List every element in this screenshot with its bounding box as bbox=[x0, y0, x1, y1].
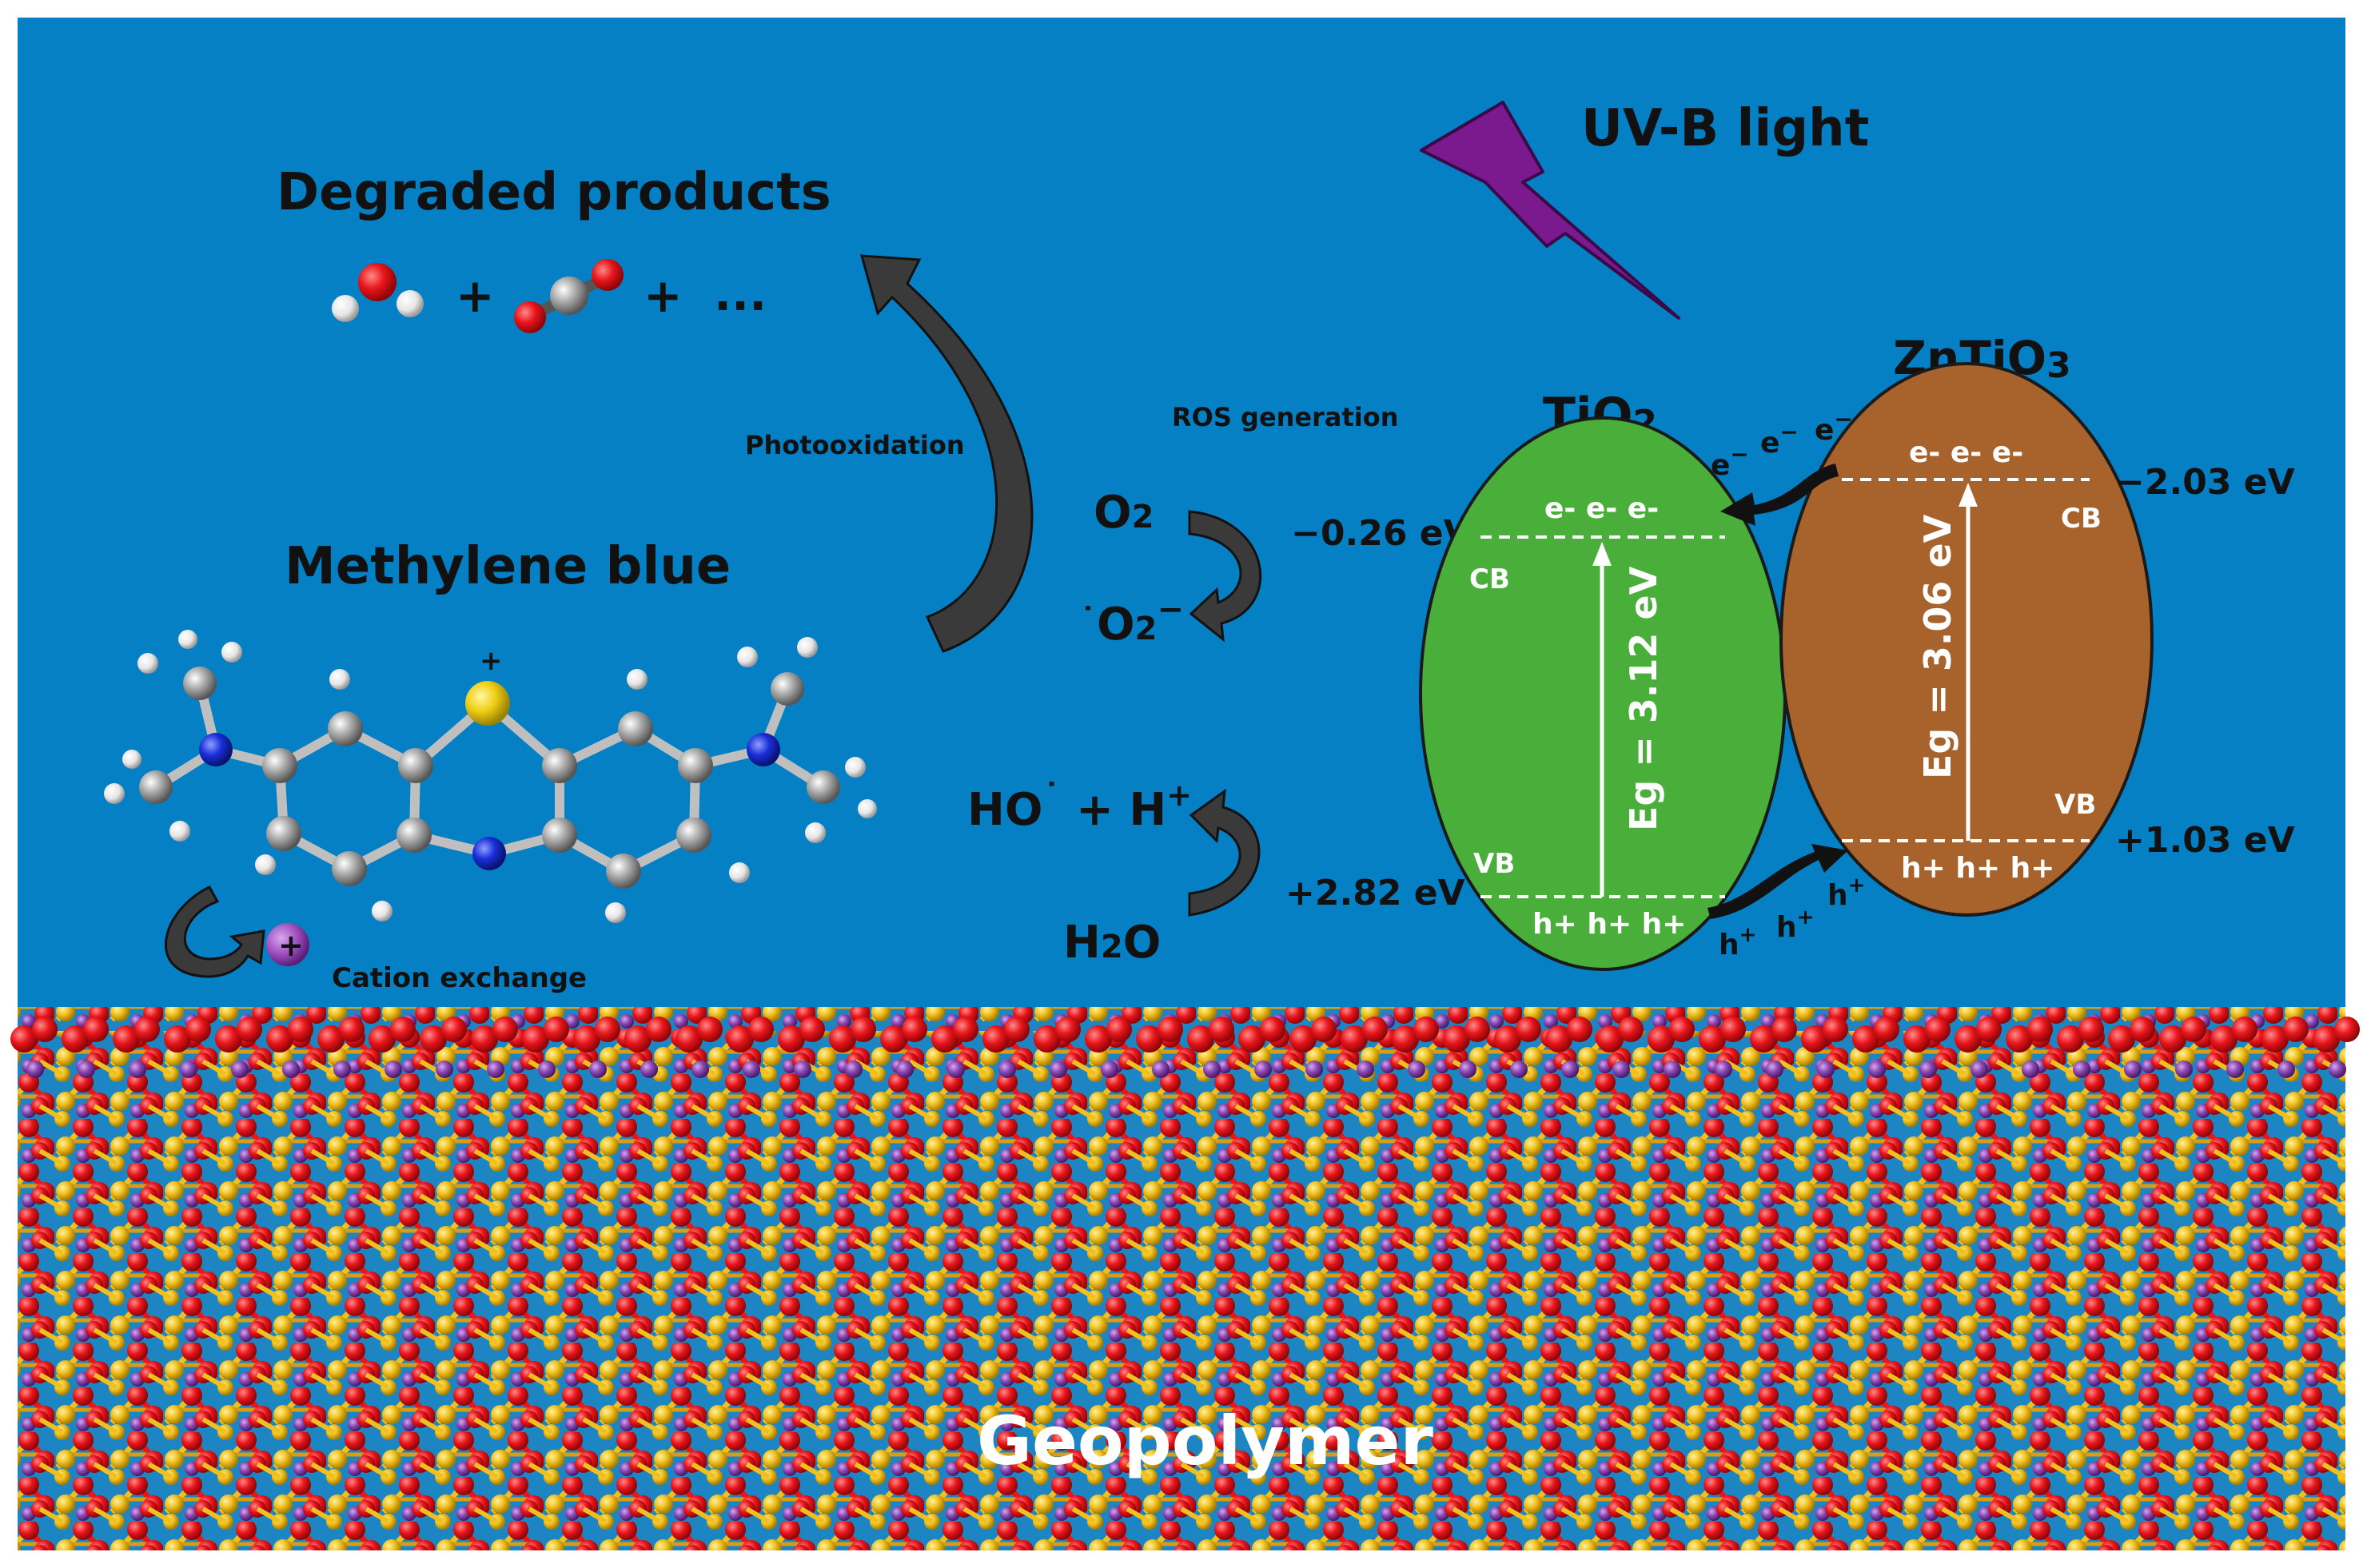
zntio3-vb-label: VB bbox=[2054, 789, 2096, 821]
tio2-vb-holes: h+ h+ h+ bbox=[1532, 908, 1686, 941]
electron-1: e− bbox=[1711, 441, 1749, 482]
hole-2: h+ bbox=[1776, 905, 1814, 944]
hole-1: h+ bbox=[1719, 923, 1756, 961]
electron-transfer: e− e− e− bbox=[1711, 406, 1853, 526]
superoxide-label: ˙O2− bbox=[1079, 591, 1184, 651]
degraded-plus-1: + bbox=[456, 269, 495, 323]
co2-molecule-icon bbox=[514, 259, 624, 333]
hydroxyl-label: HO˙ + H+ bbox=[967, 777, 1192, 836]
hole-transfer: h+ h+ h+ bbox=[1707, 844, 1865, 961]
o2-species: O2 ˙O2− bbox=[1079, 487, 1184, 651]
methylene-blue-title: Methylene blue bbox=[285, 537, 731, 596]
water-molecule-icon bbox=[332, 263, 424, 322]
degraded-ellipsis: ... bbox=[714, 267, 767, 321]
geopolymer-label: Geopolymer bbox=[977, 1402, 1434, 1480]
water-oxidation: HO˙ + H+ H2O bbox=[967, 777, 1192, 969]
lightning-bolt-icon bbox=[1420, 101, 1680, 320]
electron-3: e− bbox=[1815, 406, 1853, 447]
tio2-band-diagram: TiO2 e- e- e- CB VB h+ h+ h+ Eg = 3.12 e… bbox=[1419, 388, 1787, 971]
zntio3-cb-potential: −2.03 eV bbox=[2115, 462, 2295, 503]
zntio3-vb-potential: +1.03 eV bbox=[2115, 820, 2295, 861]
zntio3-cb-label: CB bbox=[2061, 503, 2102, 535]
tio2-vb-label: VB bbox=[1473, 848, 1515, 880]
cation-charge: + bbox=[278, 928, 304, 963]
degraded-plus-2: + bbox=[644, 269, 683, 323]
zntio3-cb-electrons: e- e- e- bbox=[1909, 436, 2023, 469]
tio2-cb-label: CB bbox=[1469, 563, 1510, 595]
methylene-blue-molecule-icon bbox=[104, 630, 877, 923]
tio2-band-gap: Eg = 3.12 eV bbox=[1622, 566, 1665, 831]
tio2-cb-potential: −0.26 eV bbox=[1291, 513, 1471, 554]
geopolymer-lattice bbox=[10, 1007, 2360, 1550]
electron-2: e− bbox=[1760, 419, 1799, 460]
water-oxidation-arrow-icon bbox=[1188, 788, 1261, 917]
zntio3-gap-arrowhead-icon bbox=[1959, 483, 1978, 507]
methylene-blue-charge: + bbox=[480, 645, 503, 677]
cation-icon bbox=[266, 923, 309, 966]
photooxidation-arrow-icon bbox=[859, 254, 1034, 653]
uv-b-light: UV-B light bbox=[1420, 99, 1869, 320]
hole-3: h+ bbox=[1827, 874, 1865, 912]
electron-transfer-arrow-icon bbox=[1720, 464, 1839, 526]
tio2-vb-potential: +2.82 eV bbox=[1285, 873, 1465, 913]
degraded-products-title: Degraded products bbox=[277, 163, 831, 222]
hole-transfer-arrow-icon bbox=[1707, 844, 1848, 919]
ros-generation-label: ROS generation bbox=[1172, 402, 1399, 432]
cation-exchange-arrow-icon bbox=[165, 885, 265, 978]
uv-b-light-label: UV-B light bbox=[1581, 99, 1869, 158]
zntio3-vb-holes: h+ h+ h+ bbox=[1901, 852, 2054, 885]
zntio3-band-gap: Eg = 3.06 eV bbox=[1916, 514, 1959, 779]
tio2-cb-electrons: e- e- e- bbox=[1544, 492, 1659, 525]
o2-label: O2 bbox=[1094, 487, 1154, 539]
tio2-gap-arrowhead-icon bbox=[1592, 542, 1612, 566]
cation-exchange: + Cation exchange bbox=[165, 885, 587, 994]
o2-reduction-arrow-icon bbox=[1188, 510, 1262, 643]
degraded-products: Degraded products + + ... bbox=[277, 163, 831, 333]
zntio3-band-diagram: ZnTiO3 e- e- e- CB VB h+ h+ h+ Eg = 3.06… bbox=[1779, 331, 2295, 917]
water-label: H2O bbox=[1063, 917, 1161, 969]
cation-exchange-label: Cation exchange bbox=[332, 962, 587, 994]
photooxidation-label: Photooxidation bbox=[745, 430, 965, 460]
